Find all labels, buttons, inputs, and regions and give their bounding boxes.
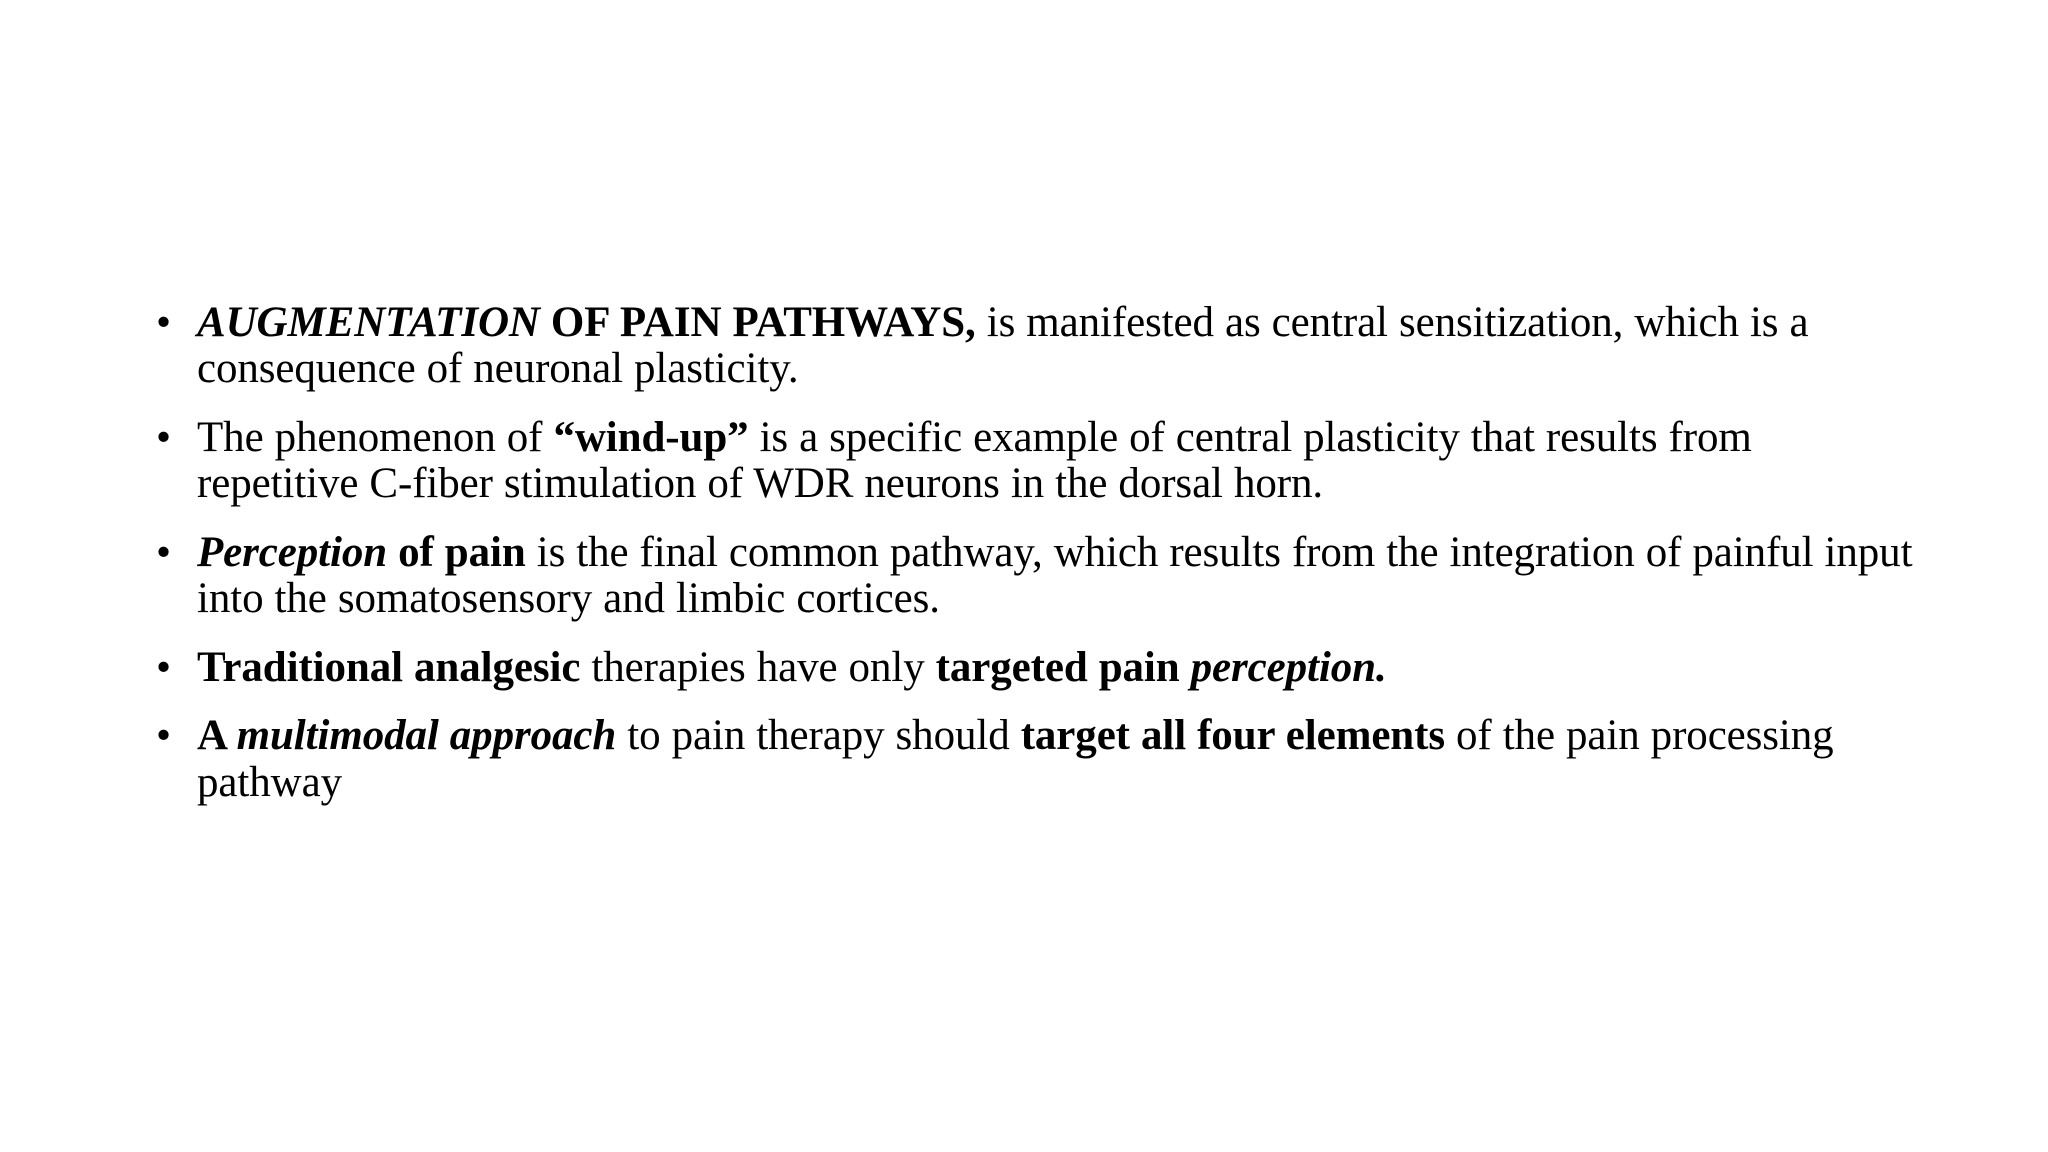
bullet-text: AUGMENTATION OF PAIN PATHWAYS, is manife… [197, 299, 1922, 393]
slide-content-body: • AUGMENTATION OF PAIN PATHWAYS, is manif… [152, 299, 1922, 806]
text-run-regular: The phenomenon of [197, 413, 554, 461]
text-run-regular: is the final common pathway, which resul… [197, 528, 1913, 623]
bullet-text: A multimodal approach to pain therapy sh… [197, 712, 1922, 806]
bullet-marker-icon: • [156, 712, 171, 760]
bullet-text: The phenomenon of “wind-up” is a specifi… [197, 413, 1922, 508]
bullet-item-traditional-analgesic-therapies: • Traditional analgesic therapies have on… [152, 643, 1922, 691]
text-run-regular: to pain therapy should [616, 712, 1021, 760]
text-run-regular: is a specific example of central plastic… [197, 413, 1752, 508]
bullet-item-perception-of-pain: • Perception of pain is the final common … [152, 528, 1922, 623]
text-run-regular: of the pain processing pathway [197, 712, 1834, 806]
text-run-bold-italic: AUGMENTATION [197, 299, 540, 346]
bullet-marker-icon: • [156, 299, 171, 346]
bullet-marker-icon: • [156, 528, 171, 576]
text-run-bold-italic: Perception [197, 528, 388, 576]
bullet-text: Traditional analgesic therapies have onl… [197, 643, 1922, 691]
bullet-item-wind-up-phenomenon: • The phenomenon of “wind-up” is a speci… [152, 413, 1922, 508]
bullet-list: • AUGMENTATION OF PAIN PATHWAYS, is manif… [152, 299, 1922, 806]
text-run-bold: of pain [387, 528, 526, 576]
text-run-bold: targeted pain [935, 643, 1191, 691]
bullet-item-multimodal-approach: • A multimodal approach to pain therapy … [152, 712, 1922, 806]
bullet-item-augmentation-of-pain-pathways: • AUGMENTATION OF PAIN PATHWAYS, is manif… [152, 299, 1922, 393]
text-run-bold: “wind-up” [553, 413, 749, 461]
text-run-bold: OF PAIN PATHWAYS, [539, 299, 976, 346]
text-run-regular: is manifested as central sensitization, … [197, 299, 1809, 393]
text-run-bold-italic: perception. [1190, 643, 1387, 691]
bullet-marker-icon: • [156, 643, 171, 691]
text-run-regular: therapies have only [580, 643, 936, 691]
bullet-marker-icon: • [156, 413, 171, 461]
text-run-bold-italic: multimodal approach [236, 712, 617, 760]
text-run-bold: target all four elements [1020, 712, 1445, 760]
bullet-text: Perception of pain is the final common p… [197, 528, 1922, 623]
text-run-bold: Traditional analgesic [197, 643, 581, 691]
text-run-bold: A [197, 712, 237, 760]
